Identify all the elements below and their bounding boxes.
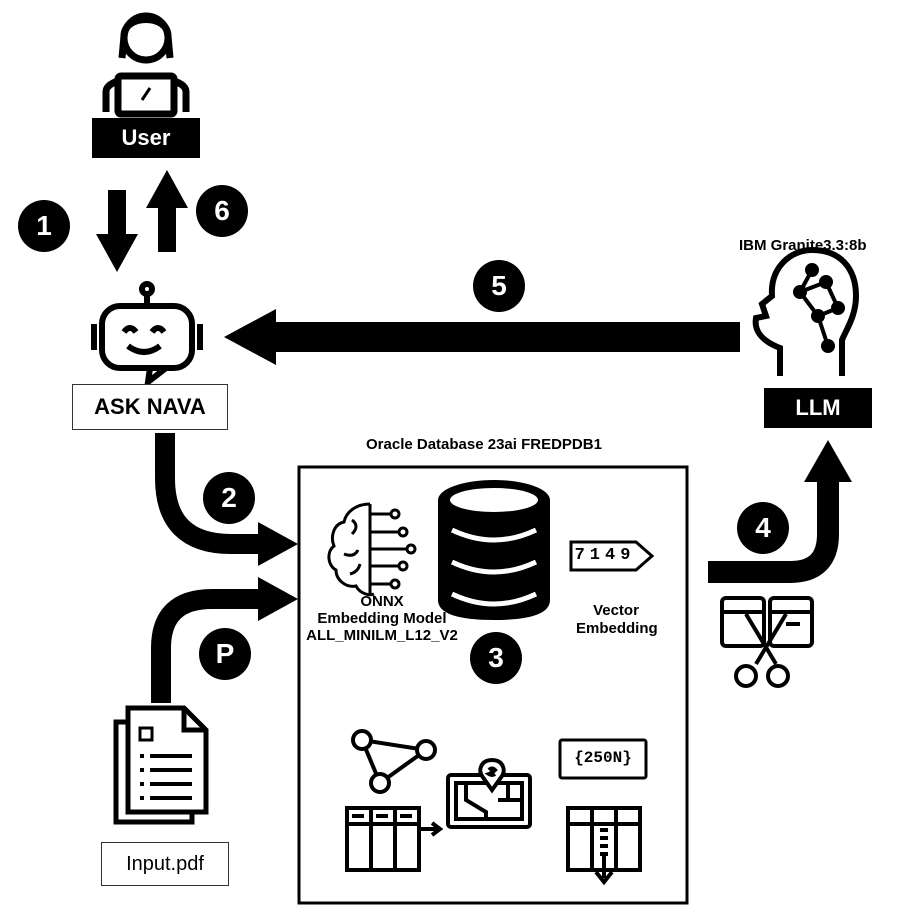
database-cylinder-icon: [438, 480, 550, 620]
vector-tag-shape: [569, 540, 655, 572]
json-tag-value: {250N}: [574, 749, 632, 767]
vector-embedding-line2: Embedding: [576, 620, 658, 637]
embedding-model-line2: Embedding Model: [317, 610, 447, 627]
step-6-badge: 6: [196, 185, 248, 237]
graph-icon: [351, 729, 437, 794]
database-box: [297, 465, 689, 905]
arrow-bot-to-database: [155, 433, 298, 566]
arrow-user-to-bot: [96, 190, 138, 272]
step-1-badge: 1: [18, 200, 70, 252]
arrow-bot-to-user: [146, 170, 188, 252]
user-icon: [102, 12, 190, 118]
step-3-badge: 3: [470, 632, 522, 684]
bot-icon: [91, 281, 203, 389]
columnar-table-icon: [566, 806, 642, 886]
embedding-model-label: ONNX Embedding Model ALL_MINILM_L12_V2: [302, 593, 462, 644]
step-2-badge: 2: [203, 472, 255, 524]
arrow-llm-to-bot: [224, 309, 740, 365]
scissors-chunking-icon: [720, 596, 814, 688]
step-5-badge: 5: [473, 260, 525, 312]
vector-embedding-line1: Vector: [593, 602, 639, 619]
arrow-pdf-to-database: [151, 577, 298, 703]
embedding-model-line1: ONNX: [360, 593, 404, 610]
document-icon: [113, 705, 209, 825]
vector-tag-value: 7149: [574, 546, 636, 565]
embedding-model-line3: ALL_MINILM_L12_V2: [306, 627, 458, 644]
input-file-label: Input.pdf: [101, 842, 229, 886]
step-4-badge: 4: [737, 502, 789, 554]
user-label: User: [92, 118, 200, 158]
bot-label: ASK NAVA: [72, 384, 228, 430]
neural-network-icon: [327, 502, 417, 597]
arrow-database-to-llm: [708, 440, 852, 583]
json-tag-box: [558, 738, 648, 780]
llm-model-name: IBM Granite3.3:8b: [739, 237, 867, 254]
llm-head-icon: [752, 246, 860, 376]
spatial-map-icon: [446, 757, 532, 829]
vector-embedding-label: Vector Embedding: [576, 602, 658, 638]
llm-label: LLM: [764, 388, 872, 428]
relational-table-icon: [345, 806, 444, 872]
database-title: Oracle Database 23ai FREDPDB1: [366, 436, 602, 453]
step-p-badge: P: [199, 628, 251, 680]
